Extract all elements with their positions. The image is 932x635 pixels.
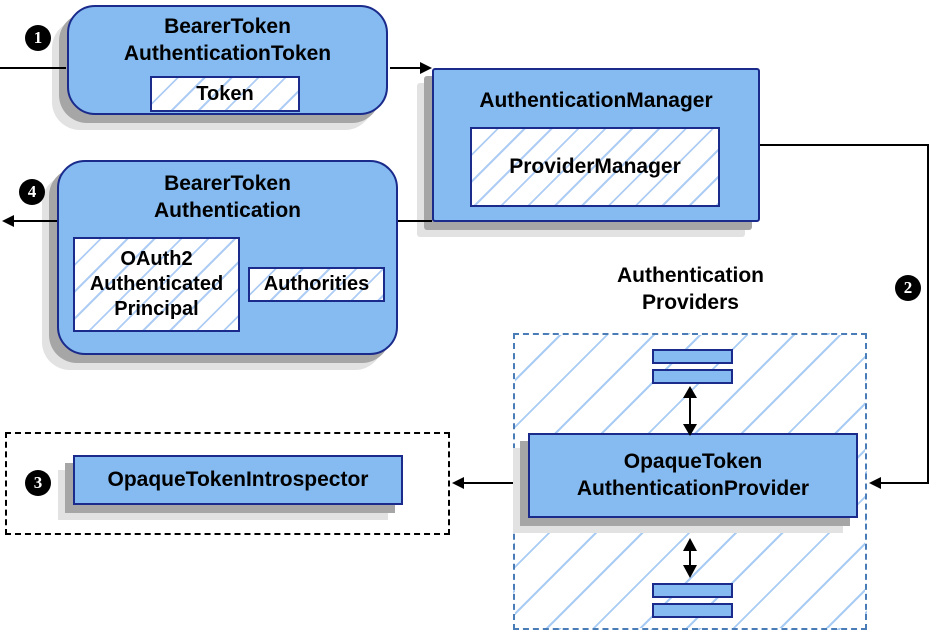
step-1-number: 1: [33, 28, 43, 47]
authentication-manager-title: AuthenticationManager: [479, 89, 713, 112]
oauth2-authenticated-principal-line3: Principal: [114, 298, 199, 320]
opaque-token-authentication-provider-title-line2: AuthenticationProvider: [576, 476, 810, 500]
provider-stack-bar: [652, 349, 733, 364]
provider-stack-bar: [652, 583, 733, 598]
opaque-token-introspector-node: OpaqueTokenIntrospector: [73, 455, 403, 505]
bearer-token-authentication-node: BearerToken Authentication OAuth2 Authen…: [57, 160, 398, 355]
arrowhead-token-to-manager: [420, 62, 432, 74]
oauth2-authenticated-principal-node: OAuth2 Authenticated Principal: [73, 237, 240, 332]
arrowhead-provider-to-introspector: [452, 477, 464, 489]
opaque-token-introspector-label: OpaqueTokenIntrospector: [107, 467, 369, 491]
authorities-label: Authorities: [263, 273, 370, 295]
bearer-token-authentication-title-line1: BearerToken: [164, 172, 291, 195]
arrowhead-manager-to-provider: [869, 477, 881, 489]
authentication-manager-node: AuthenticationManager ProviderManager: [432, 68, 760, 222]
oauth2-authenticated-principal-line2: Authenticated: [89, 273, 224, 295]
bearer-token-authentication-token-title-line2: AuthenticationToken: [123, 41, 332, 65]
provider-stack-bar: [652, 603, 733, 618]
bearer-token-authentication-title-line2: Authentication: [154, 198, 301, 222]
authentication-providers-caption: Authentication Providers: [568, 263, 813, 317]
step-4-badge: 4: [19, 179, 45, 205]
authentication-providers-container: OpaqueToken AuthenticationProvider: [513, 333, 867, 630]
bearer-token-authentication-token-title-line1: BearerToken: [164, 15, 291, 38]
step-2-badge: 2: [895, 275, 921, 301]
oauth2-authenticated-principal-line1: OAuth2: [120, 248, 193, 270]
bearer-token-authentication-token-node: BearerToken AuthenticationToken Token: [67, 5, 388, 115]
authentication-providers-caption-line1: Authentication: [617, 264, 764, 287]
authorities-node: Authorities: [248, 267, 385, 302]
opaque-token-authentication-provider-title-line1: OpaqueToken: [623, 449, 763, 473]
step-1-badge: 1: [25, 25, 51, 51]
step-2-number: 2: [903, 278, 913, 297]
token-node: Token: [150, 76, 300, 112]
step-3-badge: 3: [25, 470, 51, 496]
provider-stack-bar: [652, 369, 733, 384]
provider-manager-label: ProviderManager: [509, 154, 681, 178]
opaque-token-authentication-provider-node: OpaqueToken AuthenticationProvider: [528, 433, 858, 518]
authentication-providers-caption-line2: Providers: [642, 290, 739, 314]
arrowhead-authentication-out: [2, 215, 14, 227]
provider-manager-node: ProviderManager: [470, 127, 720, 207]
introspector-container: OpaqueTokenIntrospector: [5, 432, 450, 535]
step-4-number: 4: [27, 182, 37, 201]
step-3-number: 3: [33, 473, 43, 492]
token-label: Token: [196, 82, 254, 105]
